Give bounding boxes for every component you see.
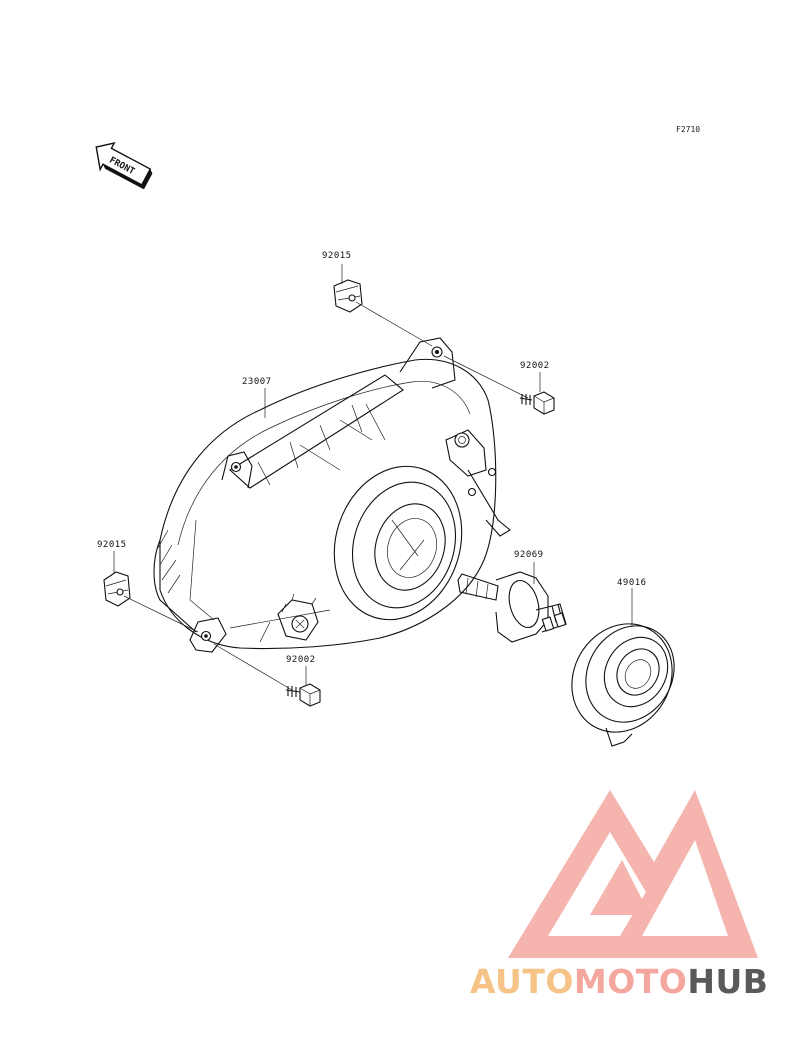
part-label-49016: 49016 — [617, 578, 647, 588]
part-label-92015-top: 92015 — [322, 251, 352, 261]
brand-auto: AUTO — [470, 962, 574, 1001]
front-direction-arrow: FRONT — [95, 142, 153, 190]
watermark-logo-mark — [508, 790, 758, 958]
bolt-92002-lower[interactable] — [285, 683, 321, 707]
headlight-housing-23007[interactable] — [153, 337, 511, 653]
bulb-92069[interactable] — [457, 571, 567, 643]
brand-hub: HUB — [687, 962, 769, 1001]
figure-code: F2710 — [676, 125, 700, 134]
bolt-92002-upper[interactable] — [519, 391, 555, 415]
part-label-92002-upper: 92002 — [520, 361, 550, 371]
part-label-92069: 92069 — [514, 550, 544, 560]
part-label-92002-lower: 92002 — [286, 655, 316, 665]
clip-nut-92015-left[interactable] — [103, 571, 131, 607]
watermark-brand-text: AUTOMOTOHUB — [470, 962, 768, 1001]
leader-lines — [113, 264, 633, 691]
boot-cap-49016[interactable] — [552, 606, 691, 751]
clip-nut-92015-top[interactable] — [333, 279, 363, 313]
part-label-23007: 23007 — [242, 377, 272, 387]
part-label-92015-left: 92015 — [97, 540, 127, 550]
brand-moto: MOTO — [573, 962, 688, 1001]
